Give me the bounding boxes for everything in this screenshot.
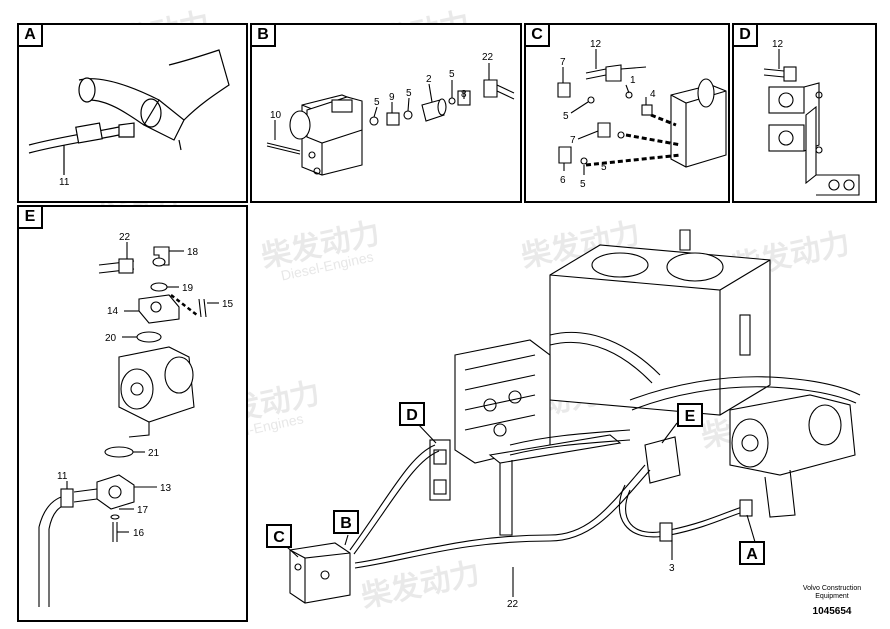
drawing-id: 1045654 bbox=[812, 606, 852, 617]
label-12: 12 bbox=[590, 39, 602, 50]
panel-d-drawing: 12 bbox=[763, 39, 860, 196]
panel-e-drawing: 22 18 19 15 14 20 21 11 13 17 16 bbox=[38, 232, 234, 607]
label-10: 10 bbox=[270, 110, 282, 121]
panel-tag-e: E bbox=[17, 205, 43, 229]
label-4: 4 bbox=[650, 89, 656, 100]
label-5: 5 bbox=[580, 179, 586, 190]
label-11: 11 bbox=[57, 471, 68, 482]
label-22: 22 bbox=[119, 232, 131, 243]
label-13: 13 bbox=[160, 483, 172, 494]
callout-c: C bbox=[273, 529, 285, 546]
label-5: 5 bbox=[601, 162, 607, 173]
label-12: 12 bbox=[772, 39, 784, 50]
panel-a-drawing: 11 bbox=[28, 49, 230, 188]
panel-tag-a: A bbox=[17, 23, 43, 47]
panel-tag-c: C bbox=[524, 23, 550, 47]
panel-b-drawing: 10 5 9 5 2 5 8 22 bbox=[266, 52, 515, 176]
label-5: 5 bbox=[449, 69, 455, 80]
label-1: 1 bbox=[630, 75, 636, 86]
panel-c-drawing: 7 12 1 4 5 7 5 6 5 bbox=[557, 39, 727, 190]
main-assembly-drawing: D E B C A 22 3 bbox=[266, 229, 861, 610]
detail-panel-a: A 11 bbox=[17, 23, 248, 203]
label-9: 9 bbox=[389, 92, 395, 103]
label-8: 8 bbox=[461, 89, 467, 100]
label-7: 7 bbox=[570, 135, 576, 146]
label-3: 3 bbox=[669, 563, 675, 574]
label-17: 17 bbox=[137, 505, 149, 516]
callout-e: E bbox=[685, 408, 696, 425]
label-20: 20 bbox=[105, 333, 117, 344]
label-22: 22 bbox=[482, 52, 494, 63]
label-22: 22 bbox=[507, 599, 519, 610]
label-15: 15 bbox=[222, 299, 234, 310]
label-5: 5 bbox=[406, 88, 412, 99]
detail-panel-b: B bbox=[250, 23, 522, 203]
footer-caption: Volvo Construction Equipment bbox=[792, 585, 872, 601]
label-19: 19 bbox=[182, 283, 194, 294]
label-6: 6 bbox=[560, 175, 566, 186]
label-7: 7 bbox=[560, 57, 566, 68]
footer-caption-line2: Equipment bbox=[815, 593, 849, 600]
callout-a: A bbox=[746, 546, 758, 563]
detail-panel-d: D 12 bbox=[732, 23, 877, 203]
callout-d: D bbox=[406, 407, 418, 424]
label-2: 2 bbox=[426, 74, 432, 85]
label-21: 21 bbox=[148, 448, 160, 459]
detail-panel-e: E bbox=[17, 205, 248, 622]
label-5: 5 bbox=[563, 111, 569, 122]
label-18: 18 bbox=[187, 247, 199, 258]
label-5: 5 bbox=[374, 97, 380, 108]
detail-panel-c: C bbox=[524, 23, 730, 203]
label-14: 14 bbox=[107, 306, 119, 317]
panel-tag-d: D bbox=[732, 23, 758, 47]
label-11: 11 bbox=[59, 177, 70, 188]
callout-b: B bbox=[340, 515, 352, 532]
label-16: 16 bbox=[133, 528, 145, 539]
panel-tag-b: B bbox=[250, 23, 276, 47]
footer-caption-line1: Volvo Construction bbox=[802, 585, 862, 592]
